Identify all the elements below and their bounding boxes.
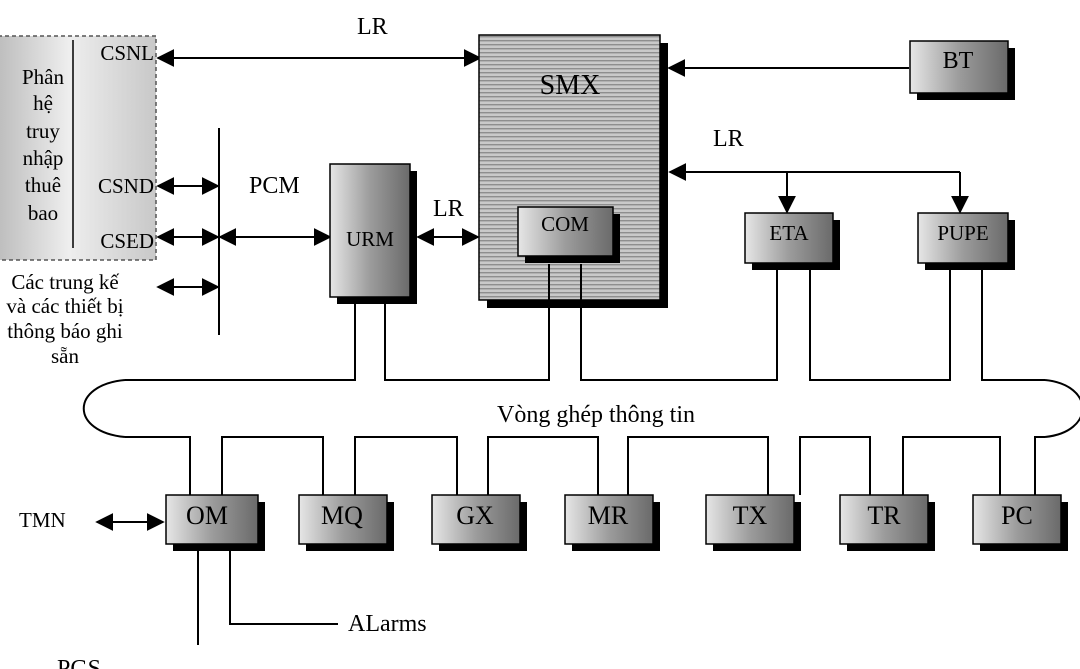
smx-label: SMX <box>540 70 601 101</box>
trunk-note-line-3: thông báo ghi <box>7 319 123 343</box>
trunk-note-line-1: Các trung kế <box>11 270 119 294</box>
bt-box: BT <box>909 40 1015 100</box>
om-box: OM <box>165 494 265 551</box>
subscriber-title-line-3: truy <box>26 119 60 143</box>
pupe-label: PUPE <box>937 221 988 245</box>
subscriber-title-line-1: Phân <box>22 65 65 89</box>
smx-block: SMX COM <box>478 34 668 308</box>
pcm-label: PCM <box>249 173 300 199</box>
om-label: OM <box>186 501 228 530</box>
tx-label: TX <box>733 501 768 530</box>
pc-box: PC <box>972 494 1068 551</box>
eta-box: ETA <box>744 212 840 270</box>
urm-box: URM <box>329 163 417 304</box>
pupe-box: PUPE <box>917 212 1015 270</box>
com-label: COM <box>541 212 589 236</box>
tr-box: TR <box>839 494 935 551</box>
pc-label: PC <box>1001 501 1033 530</box>
urm-label: URM <box>346 227 394 251</box>
mr-box: MR <box>564 494 660 551</box>
subscriber-title-line-2: hệ <box>33 91 53 115</box>
subscriber-access-block: Phân hệ truy nhập thuê bao CSNL CSND CSE… <box>0 35 157 261</box>
lr-right-label: LR <box>713 126 744 152</box>
subscriber-title-line-4: nhập <box>23 146 64 170</box>
mq-box: MQ <box>298 494 394 551</box>
alarms-line <box>229 545 338 625</box>
alarms-label: ALarms <box>348 611 427 637</box>
port-csnl: CSNL <box>100 41 154 65</box>
eta-label: ETA <box>769 221 809 245</box>
tr-label: TR <box>867 501 901 530</box>
trunk-note-line-4: sẵn <box>51 344 79 368</box>
port-csnd: CSND <box>98 174 154 198</box>
tmn-label: TMN <box>19 508 66 532</box>
subscriber-title-line-5: thuê <box>25 173 61 197</box>
mr-label: MR <box>588 501 629 530</box>
trunk-note-line-2: và các thiết bị <box>6 294 123 318</box>
tx-box: TX <box>705 494 801 551</box>
trunk-note: Các trung kế và các thiết bị thông báo g… <box>6 270 123 368</box>
port-csed: CSED <box>100 229 154 253</box>
ring-label: Vòng ghép thông tin <box>497 402 695 428</box>
gx-label: GX <box>456 501 494 530</box>
pgs-label: PGS <box>57 656 101 669</box>
lr-top-label: LR <box>357 14 388 40</box>
mq-label: MQ <box>321 501 363 530</box>
ring-bus: Vòng ghép thông tin <box>82 264 1080 495</box>
com-box: COM <box>517 206 620 263</box>
subscriber-title-line-6: bao <box>28 201 58 225</box>
lr-mid-label: LR <box>433 196 464 222</box>
gx-box: GX <box>431 494 527 551</box>
bt-label: BT <box>943 48 974 74</box>
